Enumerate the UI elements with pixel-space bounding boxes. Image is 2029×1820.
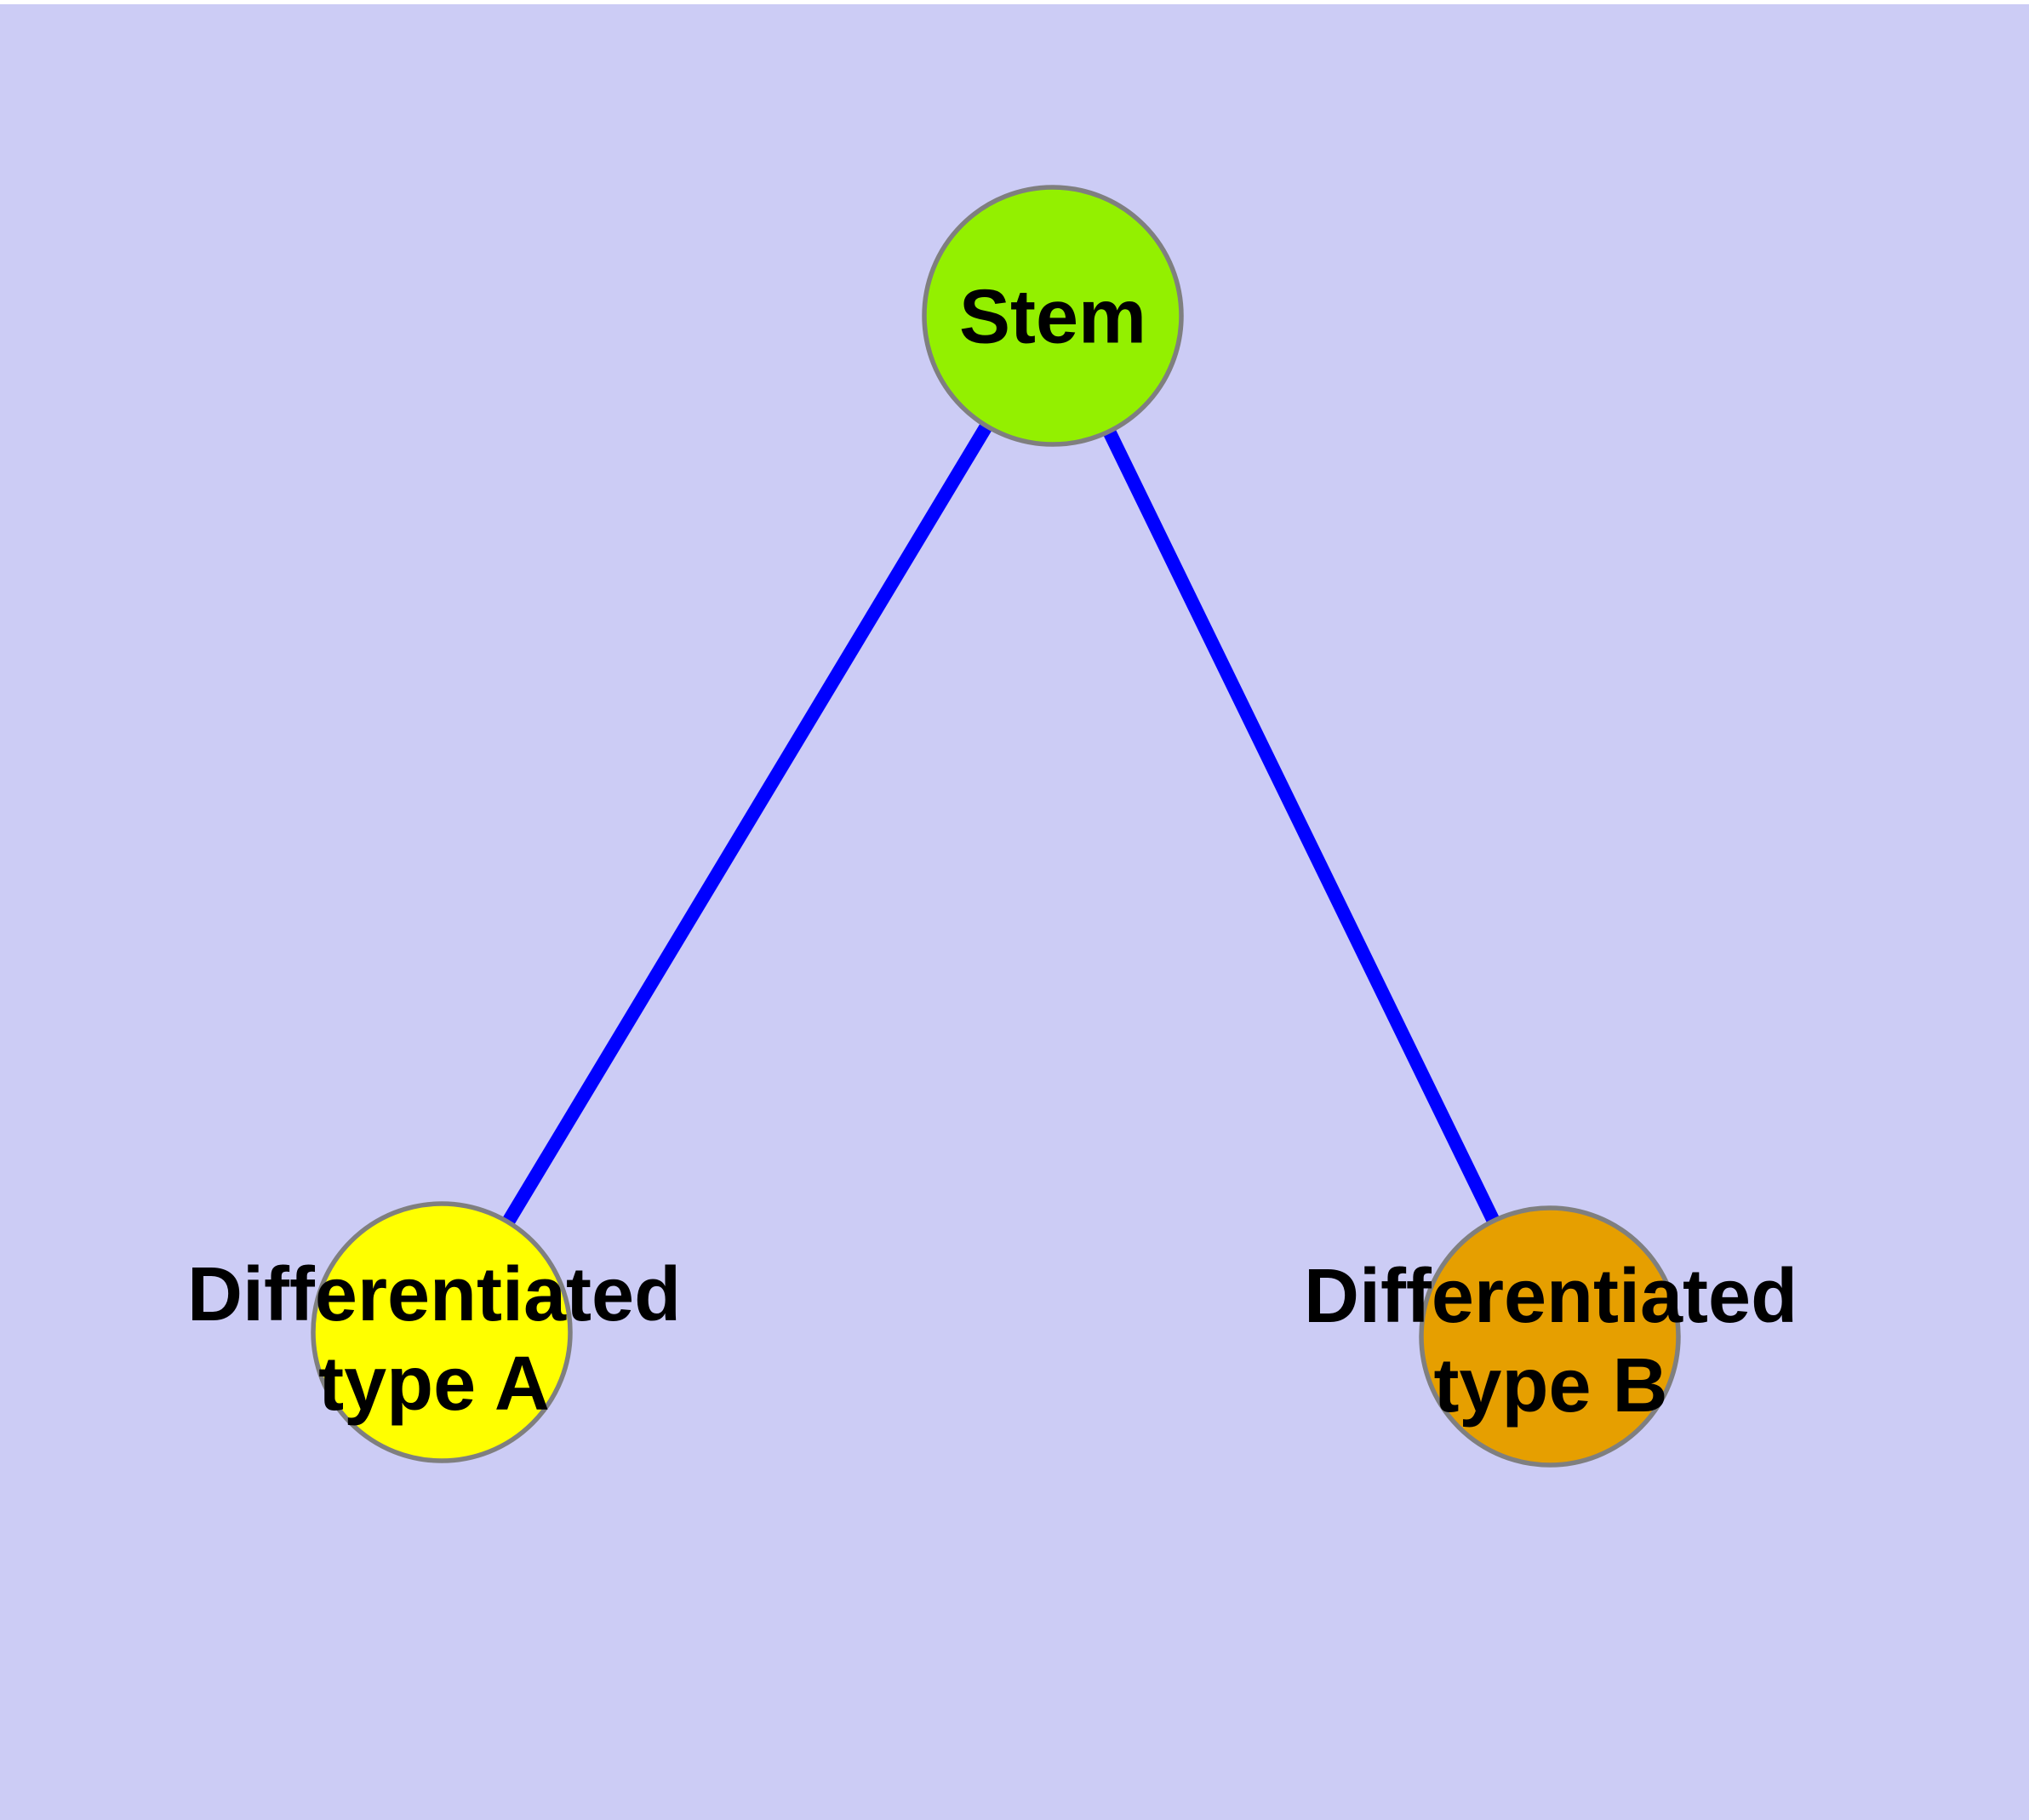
node-label-differentiated-type-a: Differentiated type A xyxy=(186,1252,682,1427)
top-margin-strip xyxy=(0,0,2029,4)
edge-stem-typeB xyxy=(1046,312,1557,1340)
node-label-stem: Stem xyxy=(958,274,1147,360)
node-stem xyxy=(922,185,1184,447)
node-label-differentiated-type-b: Differentiated type B xyxy=(1303,1254,1798,1428)
node-differentiated-type-b xyxy=(1419,1205,1681,1468)
edge-stem-typeA xyxy=(436,312,1059,1336)
node-differentiated-type-a xyxy=(311,1201,573,1463)
